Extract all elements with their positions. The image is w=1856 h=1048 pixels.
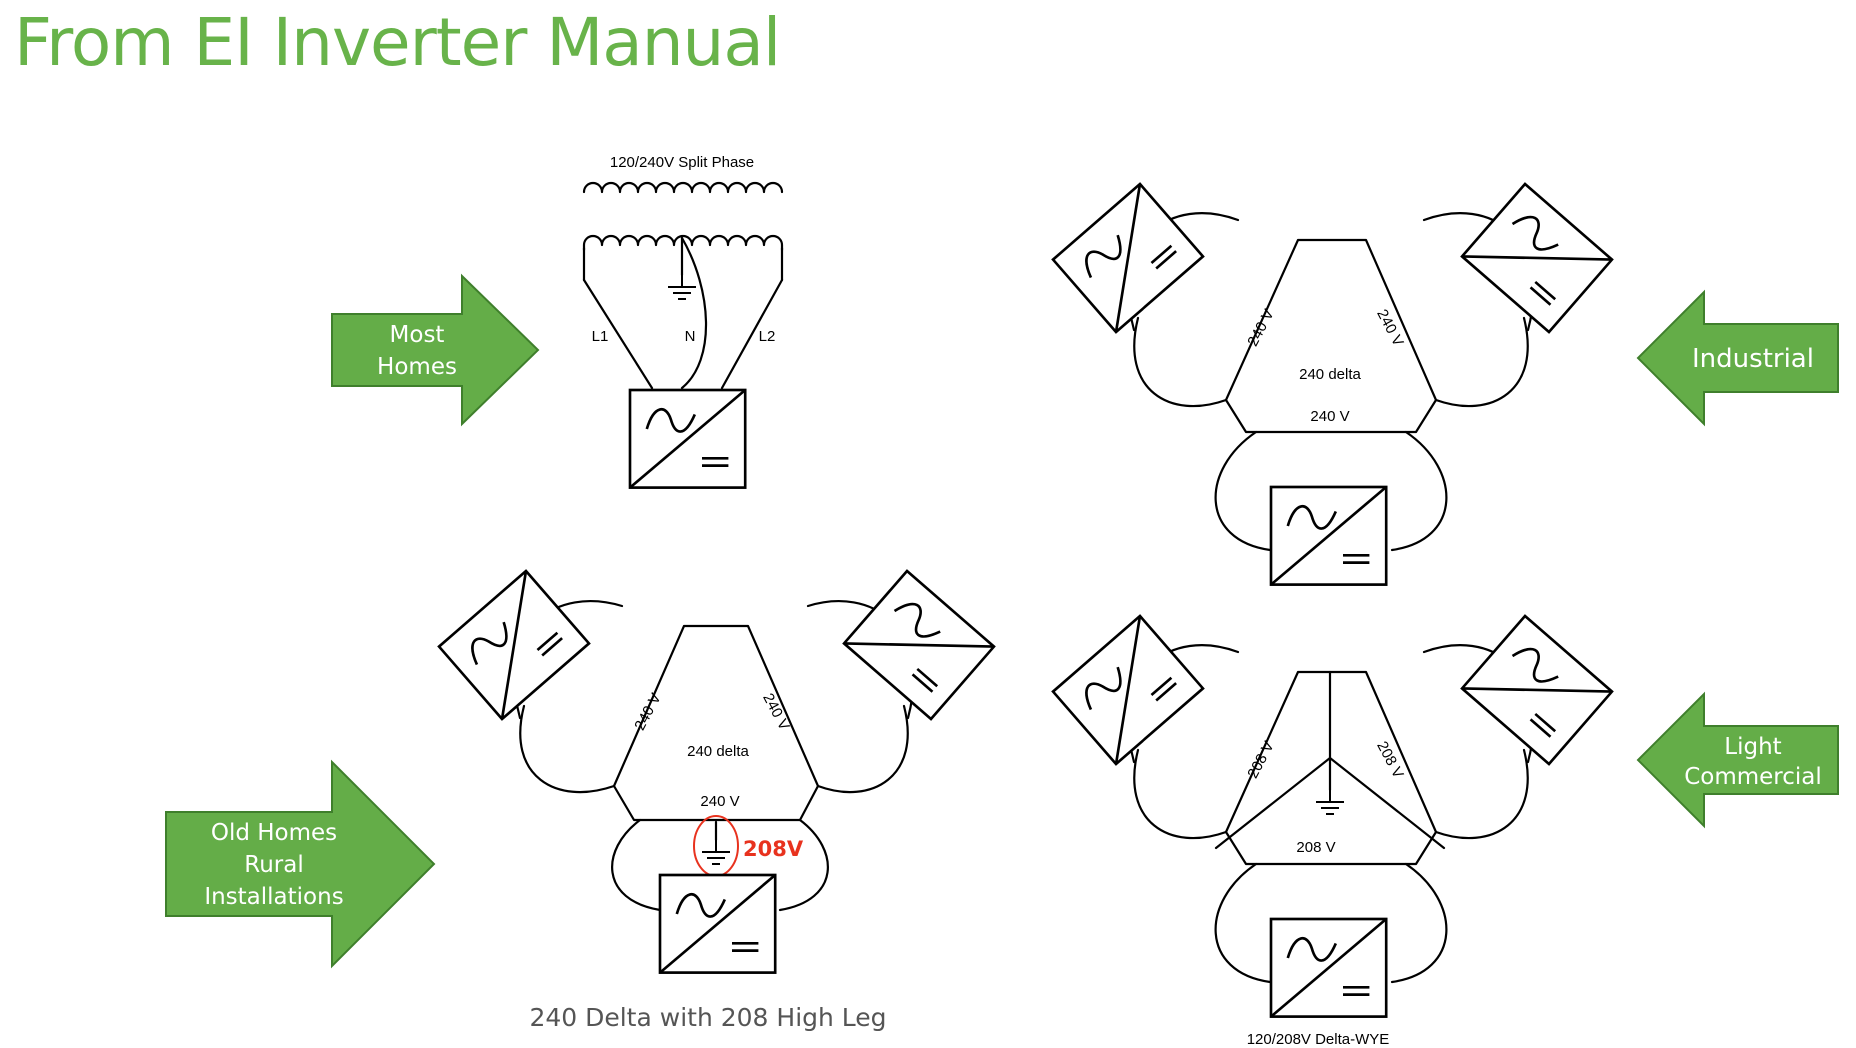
old-homes-label-2: Rural bbox=[244, 852, 303, 878]
most-homes-label-1: Most bbox=[390, 322, 445, 348]
inverter-icon bbox=[658, 873, 777, 974]
light-commercial-label-1: Light bbox=[1724, 734, 1781, 760]
light-commercial-arrow: Light Commercial bbox=[1636, 691, 1839, 829]
inverter-icon bbox=[1269, 485, 1388, 586]
ground-icon bbox=[1315, 789, 1345, 815]
secondary-coil bbox=[582, 234, 784, 252]
most-homes-label-2: Homes bbox=[377, 354, 457, 380]
high-leg-caption: 240 Delta with 208 High Leg bbox=[529, 1003, 886, 1032]
inverter-icon bbox=[842, 569, 996, 721]
left-voltage: 208 V bbox=[1244, 739, 1277, 782]
right-voltage: 208 V bbox=[1373, 739, 1406, 782]
label-n: N bbox=[685, 328, 696, 345]
ground-icon bbox=[667, 274, 697, 300]
bottom-voltage: 240 V bbox=[1310, 408, 1349, 425]
ground-icon bbox=[701, 839, 731, 865]
label-l1: L1 bbox=[592, 328, 609, 345]
old-homes-label-1: Old Homes bbox=[211, 820, 337, 846]
high-leg-diagram: 208V 240 V 240 V 240 delta 240 V 240 Del… bbox=[437, 569, 996, 1032]
split-phase-diagram: 120/240V Split Phase L1 N L2 bbox=[582, 154, 784, 489]
center-label: 240 delta bbox=[1299, 366, 1361, 383]
light-commercial-label-2: Commercial bbox=[1684, 764, 1822, 790]
primary-coil bbox=[582, 181, 784, 194]
inverter-icon bbox=[437, 569, 591, 721]
bottom-voltage: 240 V bbox=[700, 793, 739, 810]
left-voltage: 240 V bbox=[631, 691, 664, 734]
inverter-icon bbox=[1269, 917, 1388, 1018]
industrial-delta-diagram: 240 V 240 V 240 delta 240 V bbox=[1051, 182, 1614, 586]
split-phase-title: 120/240V Split Phase bbox=[610, 154, 754, 171]
inverter-icon bbox=[1051, 182, 1205, 334]
delta-wye-diagram: 208 V 208 V 208 V 120/208V Delta-WYE bbox=[1051, 614, 1614, 1048]
bottom-voltage: 208 V bbox=[1296, 839, 1335, 856]
inverter-icon bbox=[1051, 614, 1205, 766]
inverter-icon bbox=[628, 388, 747, 489]
left-voltage: 240 V bbox=[1244, 307, 1277, 350]
delta-wye-caption: 120/208V Delta-WYE bbox=[1247, 1031, 1390, 1048]
industrial-label: Industrial bbox=[1692, 344, 1814, 374]
most-homes-arrow: Most Homes bbox=[331, 273, 540, 427]
old-homes-label-3: Installations bbox=[204, 884, 343, 910]
label-l2: L2 bbox=[759, 328, 776, 345]
inverter-icon bbox=[1460, 182, 1614, 334]
right-voltage: 240 V bbox=[1373, 307, 1406, 350]
old-homes-arrow: Old Homes Rural Installations bbox=[165, 759, 436, 969]
page-title: From EI Inverter Manual bbox=[14, 4, 781, 81]
industrial-arrow: Industrial bbox=[1636, 289, 1839, 427]
center-label: 240 delta bbox=[687, 743, 749, 760]
inverter-icon bbox=[1460, 614, 1614, 766]
high-leg-voltage: 208V bbox=[743, 837, 804, 861]
right-voltage: 240 V bbox=[759, 691, 792, 734]
